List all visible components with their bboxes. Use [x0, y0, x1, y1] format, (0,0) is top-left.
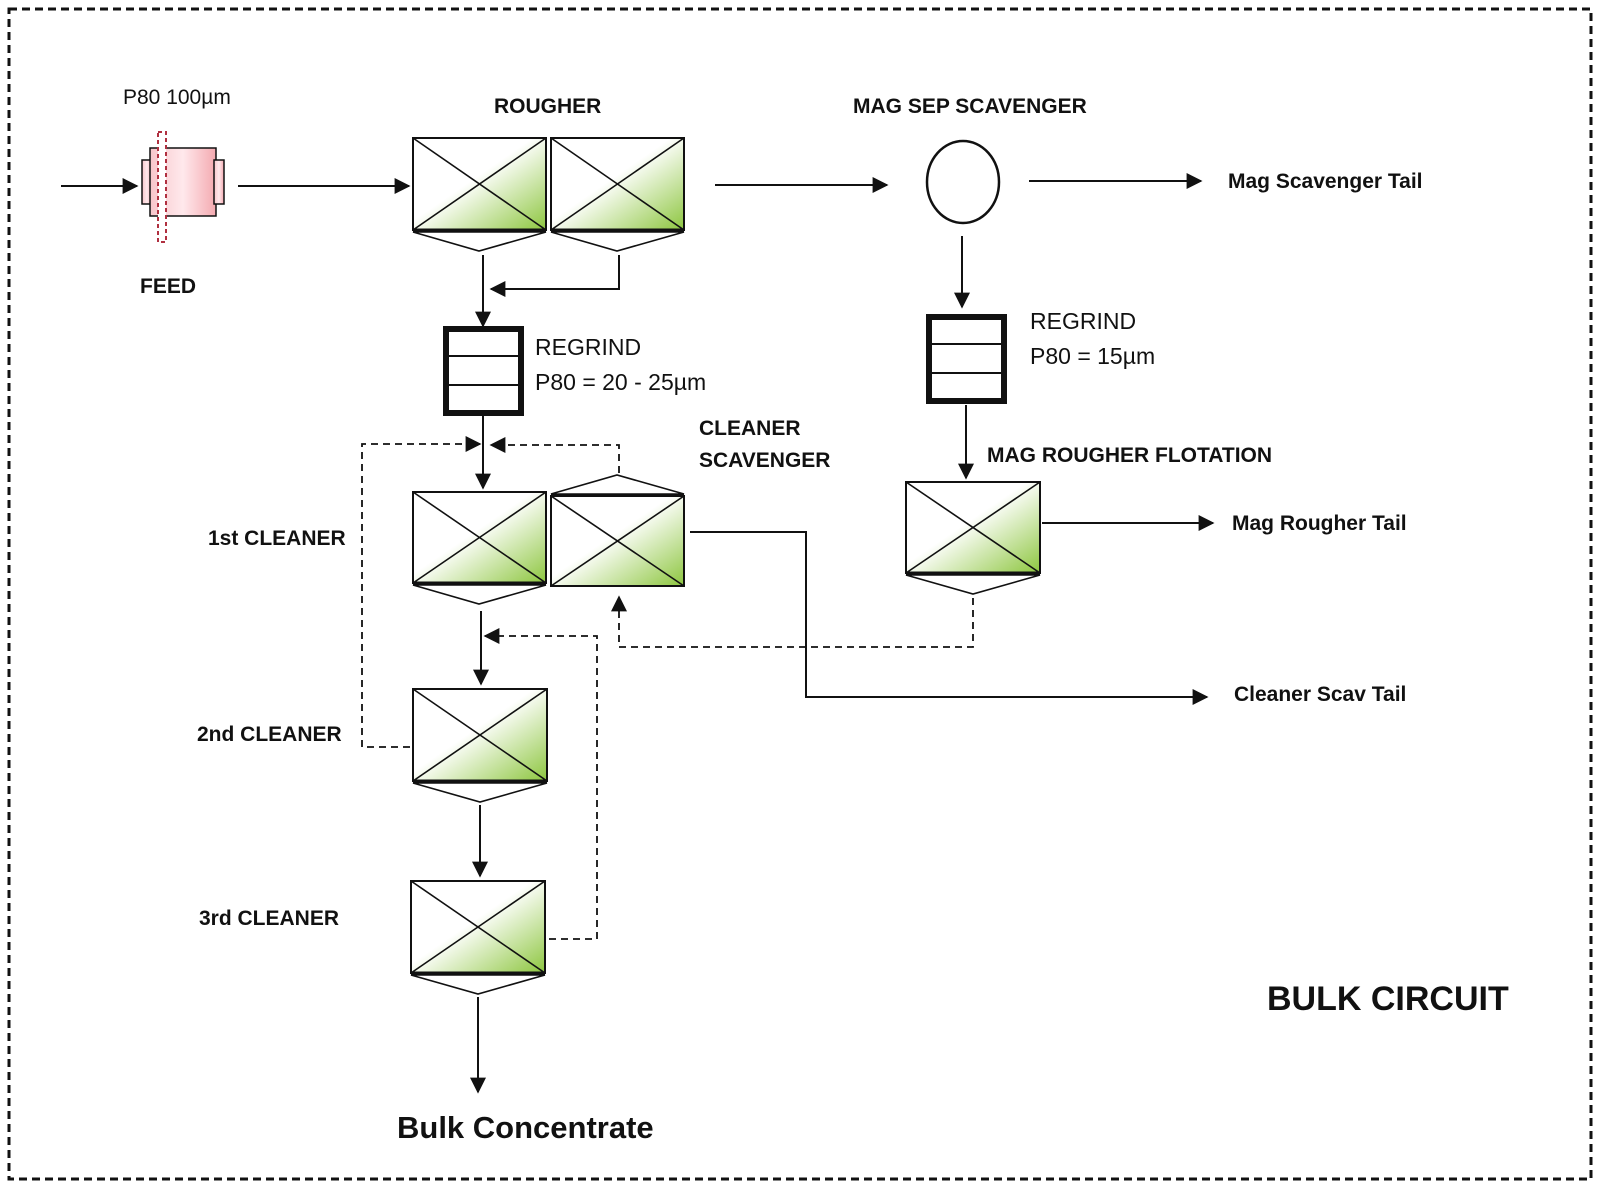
- diagram-border: [7, 7, 1593, 1181]
- mag-sep-scavenger-label: MAG SEP SCAVENGER: [853, 95, 1087, 118]
- cleaner-scavenger-label-1: CLEANER: [699, 417, 801, 440]
- bulk-circuit-title: BULK CIRCUIT: [1267, 980, 1509, 1018]
- mag-scavenger-tail-label: Mag Scavenger Tail: [1228, 170, 1423, 193]
- mag-sep-scavenger-unit: [925, 139, 1001, 225]
- cleaner-3-label: 3rd CLEANER: [199, 907, 339, 930]
- cleaner-1-cell: [412, 491, 547, 605]
- feed-size-note: P80 100µm: [123, 86, 231, 109]
- bulk-concentrate-label: Bulk Concentrate: [397, 1110, 654, 1145]
- cleaner-2-tail-recycle: [361, 436, 482, 748]
- regrind-2-p80: P80 = 15µm: [1030, 343, 1155, 369]
- cleaner-scav-tail-label: Cleaner Scav Tail: [1234, 683, 1406, 706]
- mag-rougher-flotation-label: MAG ROUGHER FLOTATION: [987, 444, 1272, 467]
- cleaner-1-label: 1st CLEANER: [208, 527, 346, 550]
- cleaner-2-label: 2nd CLEANER: [197, 723, 342, 746]
- cleaner-scavenger-label-2: SCAVENGER: [699, 449, 830, 472]
- cleaner-2-cell: [412, 688, 548, 803]
- feed-mill-icon: [141, 131, 225, 243]
- mag-rougher-conc-recycle: [611, 595, 974, 648]
- cleaner-3-tail-recycle: [483, 628, 598, 940]
- regrind-mill-2: [926, 314, 1007, 404]
- cleaner-scav-tail-line: [690, 531, 1209, 705]
- rougher-label: ROUGHER: [494, 95, 601, 118]
- rougher-cell-1: [412, 137, 547, 252]
- regrind-2-label: REGRIND: [1030, 308, 1136, 334]
- regrind-1-p80: P80 = 20 - 25µm: [535, 369, 706, 395]
- cleaner-scavenger-cell: [550, 474, 685, 587]
- mag-rougher-tail-label: Mag Rougher Tail: [1232, 512, 1407, 535]
- regrind-1-label: REGRIND: [535, 334, 641, 360]
- feed-label: FEED: [140, 275, 196, 298]
- regrind-mill-1: [443, 326, 524, 416]
- cleaner-3-cell: [410, 880, 546, 995]
- cleaner-scav-conc-recycle: [489, 437, 620, 473]
- rougher-cell-2: [550, 137, 685, 252]
- rougher-cell2-conc-line: [489, 255, 620, 297]
- mag-rougher-cell: [905, 481, 1041, 595]
